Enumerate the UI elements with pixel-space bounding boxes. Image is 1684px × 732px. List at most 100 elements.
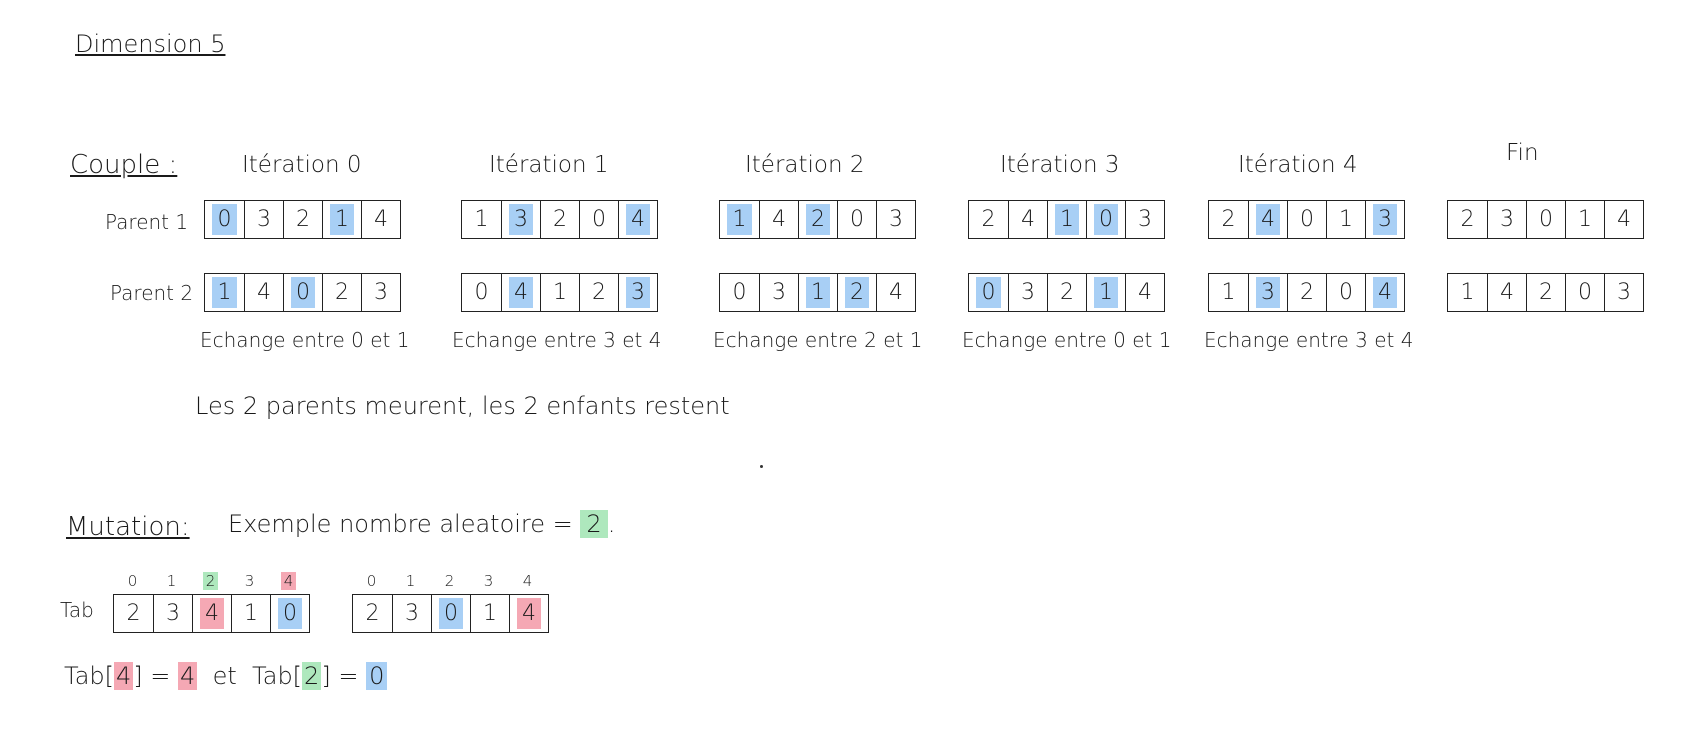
- cell-value: 4: [205, 601, 219, 626]
- parent1-cell: 3: [501, 201, 540, 238]
- cell-value: 4: [374, 207, 388, 232]
- parent2-cell: 2: [1047, 274, 1086, 311]
- index-label: 1: [152, 572, 191, 590]
- cell-value: 3: [889, 207, 903, 232]
- cell-highlight: [291, 277, 315, 308]
- parent1-cell: 2: [283, 201, 322, 238]
- index-label: 0: [352, 572, 391, 590]
- index-value: 4: [283, 572, 294, 590]
- cell-value: 1: [1460, 280, 1475, 305]
- parent2-cell: 1: [1209, 274, 1248, 311]
- parent1-cell: 2: [798, 201, 837, 238]
- cell-highlight: [517, 598, 541, 629]
- parent2-cell: 0: [283, 274, 322, 311]
- index-label: 3: [469, 572, 508, 590]
- after-cell: 2: [353, 595, 392, 632]
- formula-eq1: =: [150, 662, 171, 690]
- cell-value: 2: [126, 601, 141, 626]
- parent2-cell: 4: [244, 274, 283, 311]
- cell-value: 0: [981, 280, 996, 305]
- cell-value: 4: [1021, 207, 1035, 232]
- iteration-label: Itération 4: [1238, 152, 1358, 178]
- after-cell: 1: [470, 595, 509, 632]
- swap-caption: Echange entre 3 et 4: [1204, 328, 1414, 352]
- cell-highlight: [976, 277, 1001, 308]
- index-label: 0: [113, 572, 152, 590]
- formula-conj: et: [212, 662, 237, 690]
- cell-value: 0: [1300, 207, 1314, 232]
- parent1-cell: 0: [205, 201, 244, 238]
- parent1-cell: 0: [579, 201, 618, 238]
- parent1-cell: 4: [361, 201, 400, 238]
- random-example: Exemple nombre aleatoire = 2.: [228, 510, 615, 538]
- cell-value: 3: [1021, 280, 1035, 305]
- before-cell: 2: [114, 595, 153, 632]
- parent2-cell: 1: [1448, 274, 1487, 311]
- cell-highlight: [626, 277, 650, 308]
- formula-tab1: Tab[: [64, 662, 114, 690]
- formula-close2: ]: [321, 662, 331, 690]
- parent1-cell: 1: [1565, 201, 1604, 238]
- mutation-formula: Tab[4] = 4 et Tab[2] = 0: [64, 662, 388, 690]
- cell-value: 0: [444, 601, 458, 626]
- cell-value: 4: [1138, 280, 1152, 305]
- cell-highlight: [1373, 277, 1397, 308]
- parent1-cell: 3: [244, 201, 283, 238]
- parent1-cell: 4: [618, 201, 657, 238]
- parent2-cell: 2: [837, 274, 876, 311]
- parent1-cell: 4: [1604, 201, 1643, 238]
- parent1-cell: 0: [1526, 201, 1565, 238]
- cell-value: 1: [1060, 207, 1074, 232]
- before-cell: 0: [270, 595, 309, 632]
- cell-highlight: [330, 204, 354, 235]
- cell-value: 1: [1221, 280, 1236, 305]
- parent1-cell: 2: [1209, 201, 1248, 238]
- parent1-cell: 3: [1487, 201, 1526, 238]
- cell-value: 0: [592, 207, 606, 232]
- formula-val2: 0: [366, 662, 388, 690]
- iteration-label: Itération 3: [1000, 152, 1120, 178]
- index-value: 3: [244, 572, 255, 590]
- cell-value: 1: [217, 280, 232, 305]
- cell-value: 4: [1500, 280, 1514, 305]
- index-value: 1: [166, 572, 177, 590]
- stray-dot: [760, 465, 763, 468]
- index-value: 2: [444, 572, 455, 590]
- cell-value: 1: [1099, 280, 1113, 305]
- cell-value: 4: [514, 280, 528, 305]
- cell-value: 2: [811, 207, 825, 232]
- cell-value: 3: [631, 280, 645, 305]
- cell-value: 3: [405, 601, 419, 626]
- cell-value: 0: [1099, 207, 1113, 232]
- parent1-cell: 4: [1008, 201, 1047, 238]
- cell-value: 3: [166, 601, 180, 626]
- cell-value: 2: [335, 280, 349, 305]
- cell-highlight: [200, 598, 224, 629]
- swap-caption: Echange entre 0 et 1: [962, 328, 1172, 352]
- index-value: 0: [127, 572, 138, 590]
- parent1-cell: 0: [1287, 201, 1326, 238]
- mutation-label: Mutation:: [66, 512, 190, 542]
- cell-value: 0: [1539, 207, 1553, 232]
- cell-value: 0: [296, 280, 310, 305]
- cell-value: 1: [335, 207, 349, 232]
- cell-value: 0: [217, 207, 232, 232]
- index-value: 3: [483, 572, 494, 590]
- parent1-cell: 1: [1047, 201, 1086, 238]
- index-value: 0: [366, 572, 377, 590]
- parent2-cell: 3: [618, 274, 657, 311]
- parent2-cell: 3: [1008, 274, 1047, 311]
- parent1-cell: 1: [462, 201, 501, 238]
- parent2-cell: 0: [720, 274, 759, 311]
- iteration-label: Itération 0: [242, 152, 362, 178]
- cell-highlight: [212, 204, 237, 235]
- index-label: 4: [269, 572, 308, 590]
- index-label: 3: [230, 572, 269, 590]
- random-example-prefix: Exemple nombre aleatoire =: [228, 510, 573, 538]
